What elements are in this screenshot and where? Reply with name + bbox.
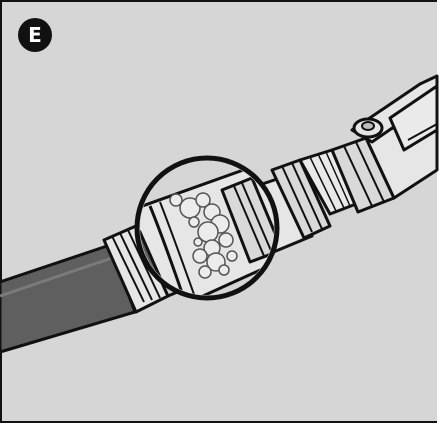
step-letter: E <box>28 25 42 45</box>
step-badge: E <box>18 18 52 52</box>
panel-edge <box>437 0 444 423</box>
